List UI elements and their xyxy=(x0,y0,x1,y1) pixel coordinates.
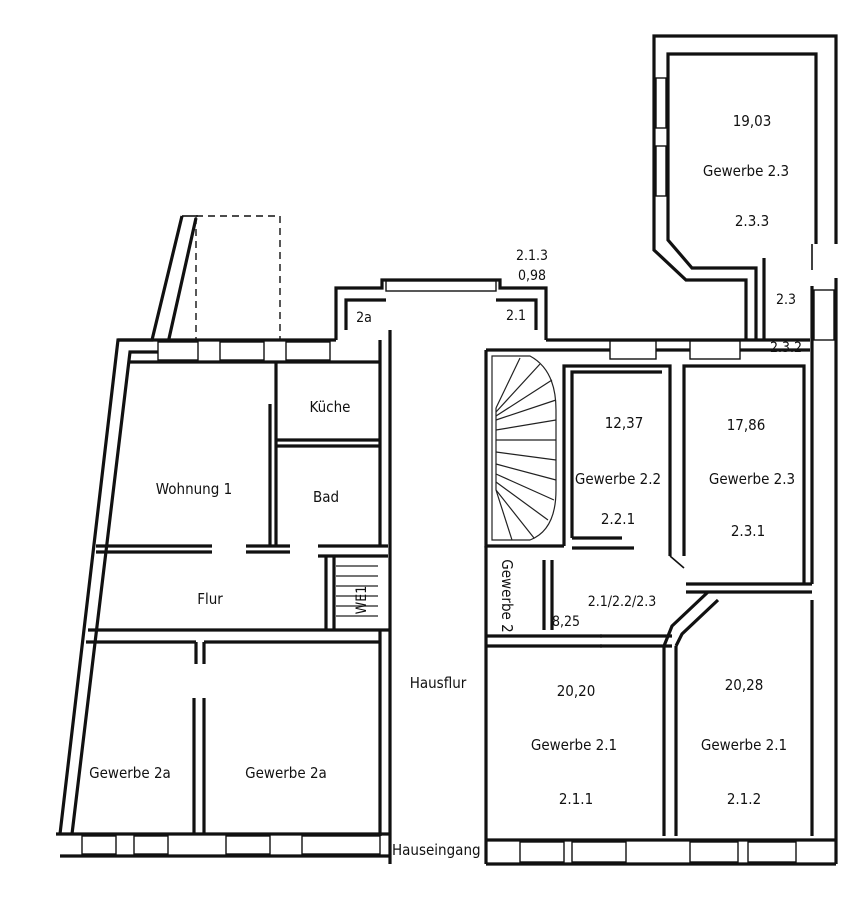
g212-name: Gewerbe 2.1 xyxy=(701,736,787,754)
g231-name: Gewerbe 2.3 xyxy=(709,470,795,488)
area-8-25: 8,25 xyxy=(552,614,580,630)
label-2-3-2: 2.3.2 xyxy=(770,340,802,356)
g231-area: 17,86 xyxy=(727,416,766,434)
g212-area: 20,28 xyxy=(725,676,764,694)
label-2-3: 2.3 xyxy=(776,292,796,308)
label-2-1-3: 2.1.3 xyxy=(516,248,548,264)
room-kueche: Küche xyxy=(310,398,351,416)
room-gewerbe-2a-left: Gewerbe 2a xyxy=(89,764,171,782)
room-hausflur: Hausflur xyxy=(410,674,467,692)
room-gewerbe-2a-right: Gewerbe 2a xyxy=(245,764,327,782)
room-flur: Flur xyxy=(197,590,223,608)
g233-area: 19,03 xyxy=(733,112,772,130)
area-0-98: 0,98 xyxy=(518,268,546,284)
room-we1: WE1 xyxy=(354,586,370,614)
g233-code: 2.3.3 xyxy=(735,212,769,230)
label-2-1-2-2-2-3: 2.1/2.2/2.3 xyxy=(588,594,657,610)
g231-code: 2.3.1 xyxy=(731,522,765,540)
g221-area: 12,37 xyxy=(605,414,644,432)
label-hauseingang: Hauseingang xyxy=(392,841,481,859)
room-bad: Bad xyxy=(313,488,339,506)
g233-name: Gewerbe 2.3 xyxy=(703,162,789,180)
right-wing-walls xyxy=(486,34,838,866)
room-wohnung-1: Wohnung 1 xyxy=(156,480,232,498)
g211-name: Gewerbe 2.1 xyxy=(531,736,617,754)
g212-code: 2.1.2 xyxy=(727,790,761,808)
g211-code: 2.1.1 xyxy=(559,790,593,808)
label-2-1-top: 2.1 xyxy=(506,308,526,324)
g211-area: 20,20 xyxy=(557,682,596,700)
label-2a: 2a xyxy=(356,310,372,326)
label-gewerbe-2-vertical: Gewerbe 2 xyxy=(498,559,516,632)
left-wing-walls xyxy=(56,215,392,864)
central-walls xyxy=(334,278,810,864)
g221-name: Gewerbe 2.2 xyxy=(575,470,661,488)
room-labels: Wohnung 1 Küche Bad Flur WE1 Gewerbe 2a … xyxy=(89,112,802,859)
g221-code: 2.2.1 xyxy=(601,510,635,528)
